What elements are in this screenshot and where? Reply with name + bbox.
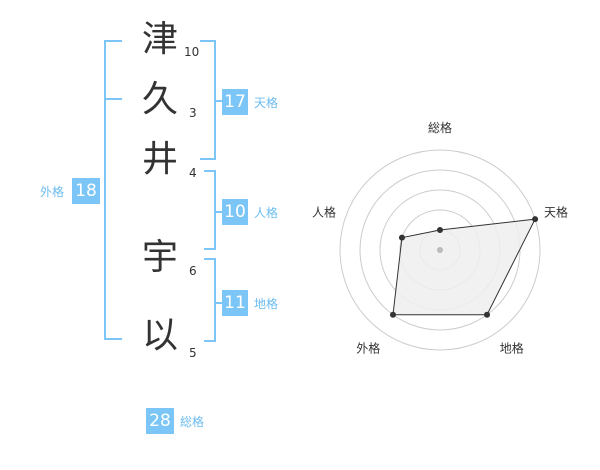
- stroke-count-3: 4: [189, 166, 197, 180]
- soukaku-label: 総格: [180, 415, 205, 429]
- tenkaku-label: 天格: [254, 96, 279, 110]
- chikaku-value-badge: 11: [222, 290, 248, 316]
- name-char-3: 井: [141, 139, 178, 180]
- stroke-count-4: 6: [189, 264, 197, 278]
- chikaku-bracket-tick: [214, 302, 222, 304]
- chikaku-label: 地格: [254, 297, 279, 311]
- radar-point-2: [532, 216, 539, 223]
- soukaku-value-badge: 28: [146, 408, 174, 434]
- radar-axis-label-1: 総格: [428, 120, 452, 135]
- jinkaku-label: 人格: [254, 206, 279, 220]
- radar-ring-5: [339, 149, 541, 351]
- tenkaku-bracket-tick: [214, 100, 222, 102]
- gaikaku-bracket-tick: [104, 98, 122, 100]
- name-char-2: 久: [141, 79, 178, 120]
- tenkaku-value-badge: 17: [222, 89, 248, 115]
- name-char-4: 宇: [141, 237, 178, 278]
- stroke-count-5: 5: [189, 346, 197, 360]
- radar-point-4: [389, 311, 396, 318]
- stroke-count-1: 10: [184, 45, 200, 59]
- jinkaku-bracket-tick: [214, 211, 222, 213]
- radar-axis-label-2: 天格: [544, 204, 568, 219]
- jinkaku-bracket: [204, 170, 216, 250]
- chikaku-bracket: [204, 258, 216, 342]
- jinkaku-value-badge: 10: [222, 199, 248, 225]
- radar-data-polygon: [392, 218, 536, 316]
- radar-center-dot: [437, 247, 443, 253]
- gaikaku-bracket: [104, 40, 122, 340]
- radar-point-3: [484, 311, 491, 318]
- stroke-count-2: 3: [189, 106, 197, 120]
- radar-point-5: [398, 234, 405, 241]
- radar-axis-label-3: 地格: [500, 341, 524, 356]
- gaikaku-value-badge: 18: [72, 178, 100, 204]
- radar-axis-label-5: 人格: [312, 204, 336, 219]
- gaikaku-label: 外格: [40, 185, 65, 199]
- name-char-5: 以: [141, 315, 178, 356]
- radar-axis-label-4: 外格: [356, 341, 380, 356]
- name-char-1: 津: [141, 19, 178, 60]
- radar-point-1: [437, 227, 443, 233]
